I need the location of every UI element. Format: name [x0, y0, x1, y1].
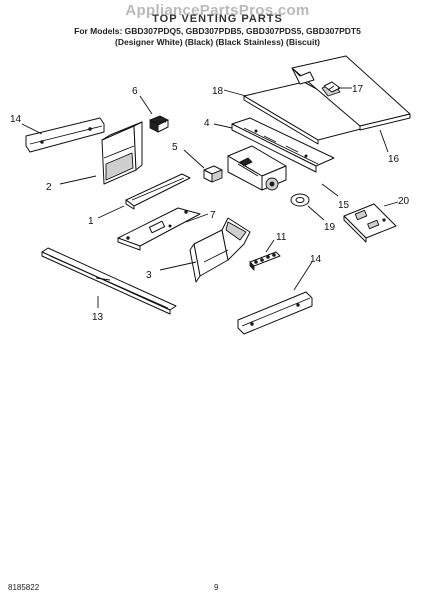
callout-label: 13 — [92, 312, 104, 323]
callout-label: 14 — [310, 254, 322, 265]
part-14-right-bracket — [237, 291, 313, 335]
callout-label: 1 — [88, 216, 94, 227]
callout-label: 20 — [398, 196, 410, 207]
callout-label: 15 — [338, 200, 350, 211]
watermark: AppliancePartsPros.com — [125, 2, 310, 19]
callout-label: 18 — [212, 86, 224, 97]
callout-label: 2 — [46, 182, 52, 193]
part-13-trim-rail — [41, 247, 177, 315]
part-blower-motor — [227, 145, 287, 191]
page-number: 9 — [214, 583, 219, 592]
part-6-switch — [149, 115, 169, 133]
callout-label: 4 — [204, 118, 210, 129]
part-7-mounting-plate — [117, 207, 201, 251]
callout-label: 14 — [10, 114, 22, 125]
part-19-gasket — [290, 193, 310, 207]
callout-label: 5 — [172, 142, 178, 153]
callout-label: 16 — [388, 154, 400, 165]
part-3-duct-bracket — [189, 217, 251, 283]
part-2-vent-duct — [101, 121, 143, 185]
callout-label: 6 — [132, 86, 138, 97]
document-number: 8185822 — [8, 583, 40, 592]
part-1-spacer-strip — [125, 173, 191, 210]
part-14-left-bracket — [25, 117, 105, 153]
part-5-connector — [203, 165, 223, 183]
part-11-terminal-block — [249, 251, 281, 271]
callout-label: 19 — [324, 222, 336, 233]
model-list: For Models: GBD307PDQ5, GBD307PDB5, GBD3… — [74, 26, 361, 36]
part-4-vent-housing — [231, 117, 335, 173]
callout-label: 3 — [146, 270, 152, 281]
callout-label: 17 — [352, 84, 364, 95]
callout-label: 7 — [210, 210, 216, 221]
color-variants: (Designer White) (Black) (Black Stainles… — [115, 37, 320, 47]
part-20-control-board — [343, 203, 397, 243]
part-18-top-panel — [243, 81, 381, 145]
callout-label: 11 — [276, 232, 287, 243]
page-title: TOP VENTING PARTS — [152, 13, 283, 25]
